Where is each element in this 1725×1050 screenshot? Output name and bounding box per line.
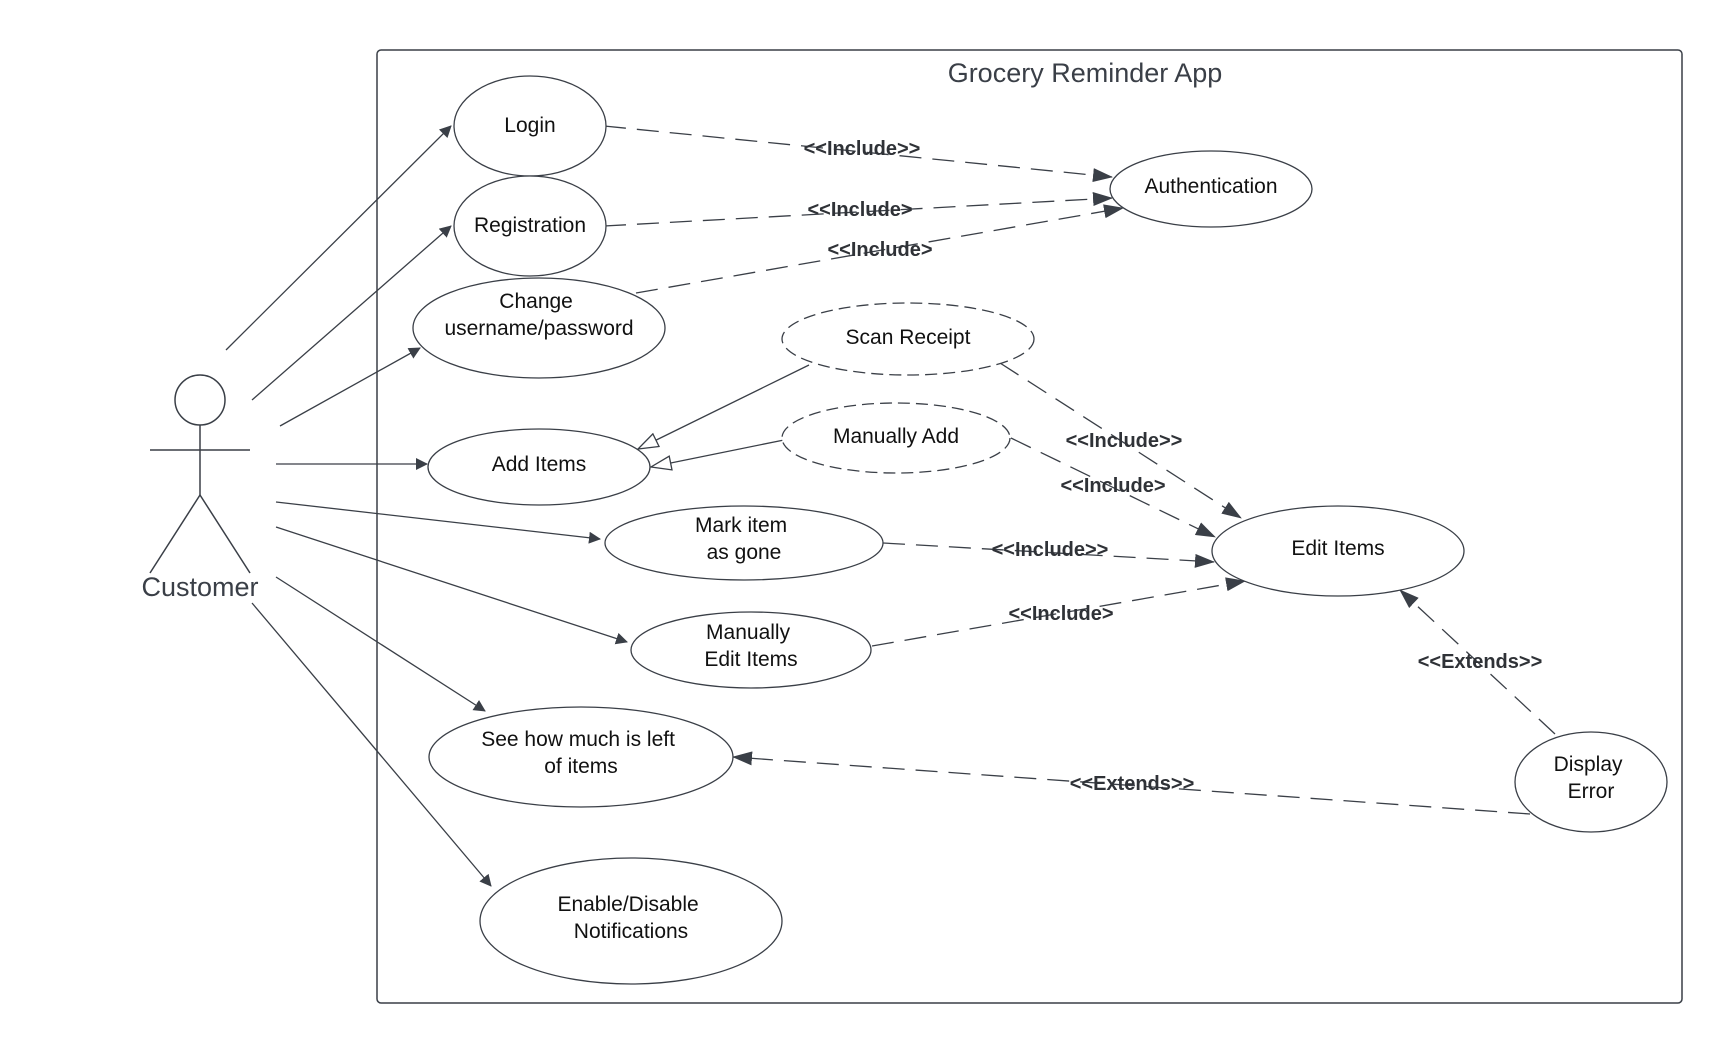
assoc-change (279, 347, 421, 427)
system-title: Grocery Reminder App (948, 58, 1223, 88)
svg-text:Scan Receipt: Scan Receipt (846, 326, 971, 349)
generalizations (638, 364, 810, 467)
use-case-add-items[interactable]: Add Items (427, 428, 651, 506)
uc-notifications-line-2: Notifications (574, 920, 688, 943)
rel-error-edit (1399, 589, 1556, 735)
svg-text:Mark item as gone: Mark item as gone (695, 514, 793, 564)
actor-left-leg (149, 494, 201, 574)
assoc-mark-gone (275, 501, 601, 544)
svg-text:Display Error: Display Error (1554, 753, 1629, 803)
actor-head (174, 374, 226, 426)
label-registration-auth: <<Include> (807, 199, 912, 221)
uc-registration-line: Registration (474, 214, 586, 237)
uc-mark-gone-line-1: Mark item (695, 514, 787, 537)
actor-label: Customer (141, 572, 258, 602)
assoc-registration (251, 225, 452, 401)
svg-text:Login: Login (504, 114, 555, 137)
svg-text:See how much is left of: See how much is left of items (481, 728, 681, 778)
use-case-change-credentials[interactable]: Change username/password (412, 277, 666, 379)
use-case-login[interactable]: Login (453, 75, 607, 177)
uc-change-line-1: Change (499, 290, 573, 313)
svg-text:Registration: Registration (474, 214, 586, 237)
use-case-display-error[interactable]: Display Error (1514, 731, 1668, 833)
assoc-login (225, 125, 452, 351)
label-manualedit-edit: <<Include> (1008, 603, 1113, 625)
label-scan-edit: <<Include>> (1066, 430, 1183, 452)
uc-manual-edit-line-1: Manually (706, 621, 791, 644)
label-change-auth: <<Include> (827, 239, 932, 261)
uc-change-line-2: username/password (444, 317, 633, 340)
rel-scan-edit (999, 362, 1242, 519)
uc-add-items-line: Add Items (492, 453, 587, 476)
gen-scan-add (638, 364, 810, 449)
svg-text:Authentication: Authentication (1144, 175, 1277, 198)
use-case-notifications[interactable]: Enable/Disable Notifications (479, 857, 783, 985)
svg-text:Change username/password: Change username/password (444, 290, 633, 340)
rel-manualedit-edit (871, 577, 1246, 647)
uc-see-left-line-1: See how much is left (481, 728, 675, 751)
svg-text:Manually Edit Items: Manually Edit Items (704, 621, 797, 671)
uc-mark-gone-line-2: as gone (707, 541, 782, 564)
use-case-registration[interactable]: Registration (453, 175, 607, 277)
svg-text:Manually Add: Manually Add (833, 425, 959, 448)
label-manualadd-edit: <<Include> (1060, 475, 1165, 497)
rel-manualadd-edit (1010, 437, 1216, 538)
rel-change-auth (635, 204, 1124, 294)
uc-see-left-line-2: of items (544, 755, 618, 778)
uc-display-error-line-2: Error (1568, 780, 1615, 803)
rel-error-seeleft (732, 751, 1531, 815)
svg-text:Enable/Disable Notificat: Enable/Disable Notifications (557, 893, 704, 943)
relationship-labels: <<Include>> <<Include> <<Include> <<Incl… (804, 138, 1543, 795)
associations (225, 125, 628, 887)
assoc-see-left (275, 576, 486, 712)
use-case-edit-items[interactable]: Edit Items (1211, 505, 1465, 597)
label-markgone-edit: <<Include>> (992, 539, 1109, 561)
uc-manual-edit-line-2: Edit Items (704, 648, 797, 671)
uc-edit-items-line: Edit Items (1291, 537, 1384, 560)
actor-customer: Customer (141, 374, 259, 602)
svg-text:Add Items: Add Items (492, 453, 587, 476)
svg-text:Edit Items: Edit Items (1291, 537, 1384, 560)
actor-right-leg (199, 494, 251, 574)
gen-manual-add (651, 439, 785, 467)
label-login-auth: <<Include>> (804, 138, 921, 160)
uc-authentication-line: Authentication (1144, 175, 1277, 198)
label-error-seeleft: <<Extends>> (1070, 773, 1195, 795)
uc-display-error-line-1: Display (1554, 753, 1623, 776)
include-relationships (603, 125, 1556, 815)
system-boundary (376, 49, 1683, 1004)
rel-markgone-edit (882, 542, 1215, 568)
use-case-see-left[interactable]: See how much is left of items (428, 706, 734, 808)
uc-scan-line: Scan Receipt (846, 326, 971, 349)
use-case-authentication[interactable]: Authentication (1109, 150, 1313, 228)
assoc-manual-edit (275, 526, 628, 645)
uc-login-line: Login (504, 114, 555, 137)
use-case-scan-receipt[interactable]: Scan Receipt (781, 302, 1035, 376)
assoc-notifications (251, 602, 492, 887)
use-case-mark-gone[interactable]: Mark item as gone (604, 505, 884, 581)
uc-notifications-line-1: Enable/Disable (557, 893, 698, 916)
label-error-edit: <<Extends>> (1418, 651, 1543, 673)
use-case-manually-add[interactable]: Manually Add (781, 402, 1011, 474)
use-case-manually-edit[interactable]: Manually Edit Items (630, 611, 872, 689)
uc-manual-add-line: Manually Add (833, 425, 959, 448)
rel-registration-auth (603, 192, 1113, 227)
rel-login-auth (603, 125, 1113, 183)
